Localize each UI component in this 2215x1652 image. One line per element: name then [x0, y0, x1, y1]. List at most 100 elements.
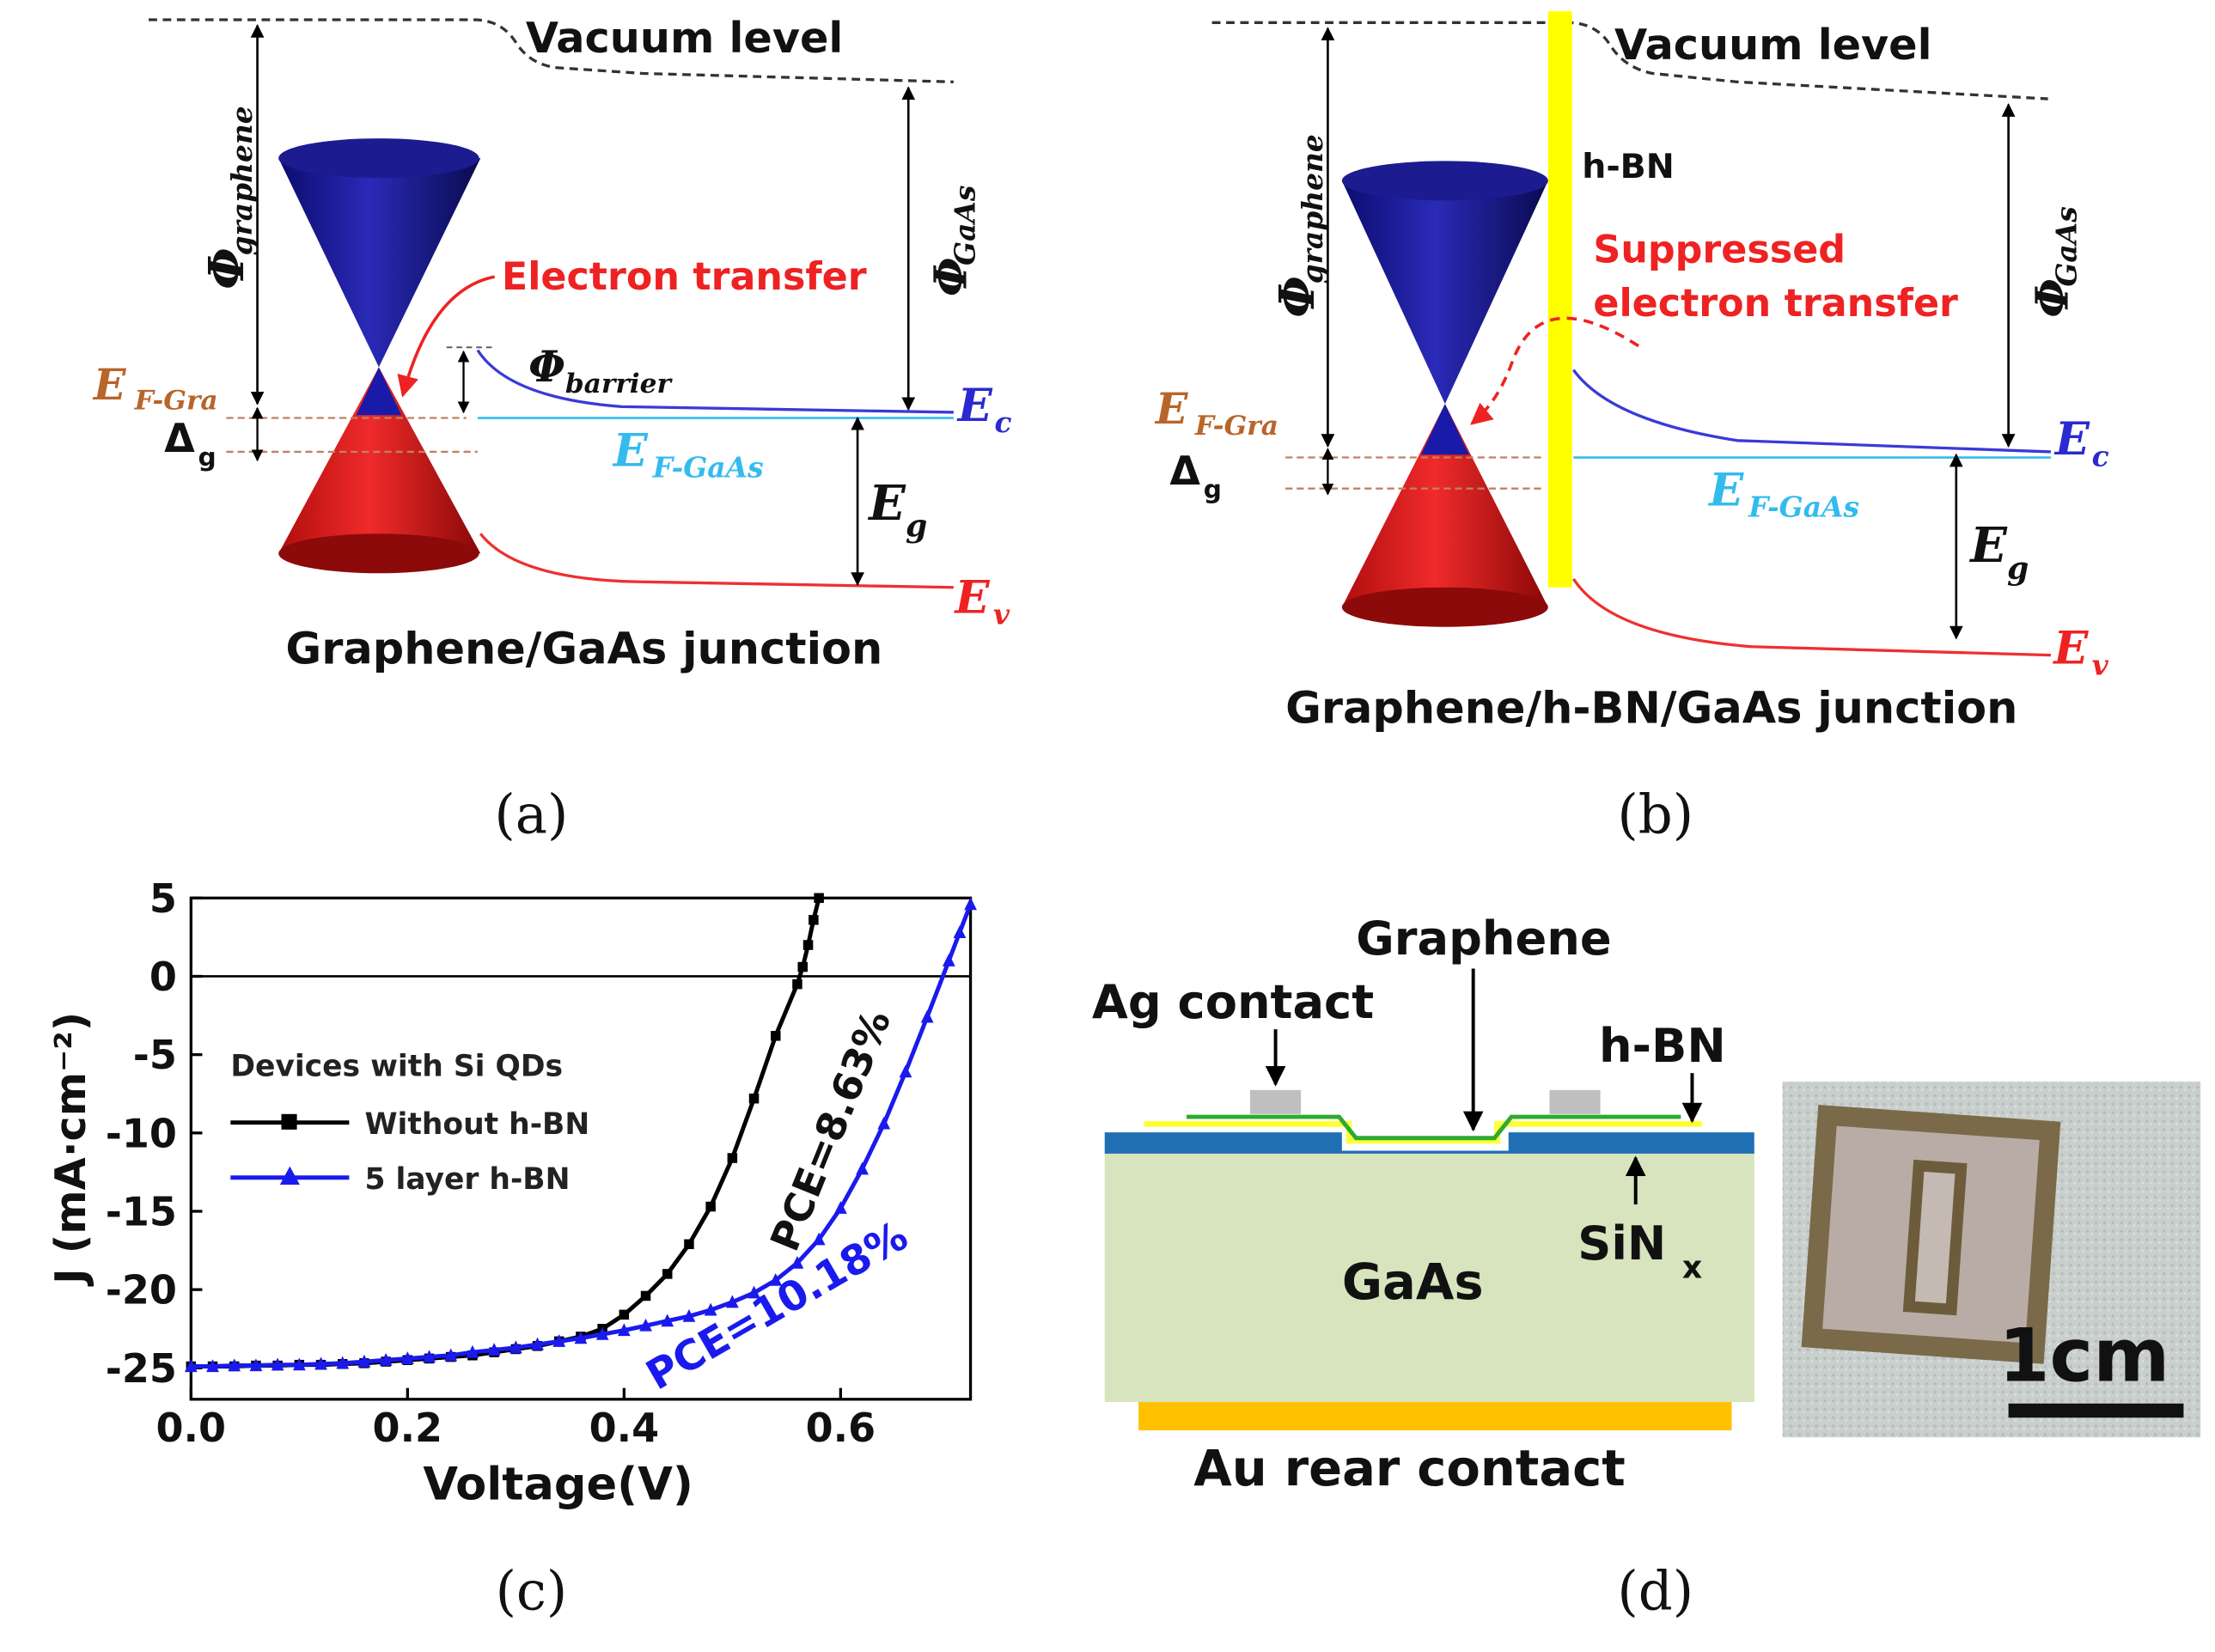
x-tick-label: 0.6: [806, 1405, 876, 1451]
graphene-film: [1187, 1114, 1681, 1141]
data-point-5-layer-hbn: [725, 1295, 739, 1308]
valence-band-b: [1572, 577, 2051, 657]
data-point-5-layer-hbn: [942, 954, 955, 966]
phi-graphene-label-b: Φ graphene: [1270, 134, 1329, 318]
suppressed-label-line2: electron transfer: [1593, 282, 1958, 326]
data-point-5-layer-hbn: [812, 1232, 826, 1246]
data-point-without-hbn: [748, 1093, 760, 1104]
ev-label-b: E v: [2052, 622, 2108, 681]
scale-bar-label: 1cm: [1998, 1314, 2169, 1399]
gaas-substrate: [1104, 1150, 1754, 1403]
cone-top-ellipse-b: [1341, 161, 1548, 201]
panel-b-label: (b): [1617, 783, 1693, 846]
device-schematic: Graphene Ag contact h-BN SiN x GaAs Au r…: [1092, 911, 1754, 1497]
svg-text:F-GaAs: F-GaAs: [1748, 491, 1859, 524]
au-rear-contact: [1138, 1402, 1732, 1430]
data-point-5-layer-hbn: [206, 1359, 219, 1373]
ec-label-a: E c: [956, 380, 1012, 439]
eg-label-b: E g: [1968, 518, 2029, 587]
suppressed-label-line1: Suppressed: [1593, 229, 1846, 272]
data-point-5-layer-hbn: [790, 1255, 804, 1269]
svg-text:E: E: [92, 360, 127, 410]
valence-band-a: [479, 533, 954, 589]
sinx-layer: [1104, 1132, 1754, 1154]
panel-a-caption: Graphene/GaAs junction: [285, 624, 882, 674]
y-tick-label: -10: [106, 1110, 177, 1156]
svg-text:E: E: [956, 380, 993, 432]
gaas-label: GaAs: [1342, 1253, 1484, 1311]
panel-b-band-diagram: Vacuum level h-BN Φ graphene Φ GaAs E F-…: [1154, 11, 2109, 735]
ef-gra-label-a: E F-Gra: [92, 360, 218, 417]
svg-text:E: E: [1154, 384, 1189, 434]
data-point-5-layer-hbn: [595, 1326, 609, 1340]
data-point-without-hbn: [802, 940, 814, 950]
data-point-5-layer-hbn: [466, 1344, 479, 1358]
conduction-band-a: [476, 349, 954, 414]
data-point-5-layer-hbn: [509, 1340, 522, 1354]
y-tick-label: -15: [106, 1188, 177, 1234]
ef-gaas-label-a: E F-GaAs: [612, 424, 764, 484]
svg-text:F-Gra: F-Gra: [1194, 411, 1278, 442]
svg-text:Δ: Δ: [164, 415, 195, 461]
data-point-without-hbn: [814, 893, 824, 904]
x-tick-label: 0.2: [373, 1405, 443, 1451]
x-tick-label: 0.4: [589, 1405, 660, 1451]
data-point-5-layer-hbn: [552, 1334, 566, 1347]
series-lines: [184, 893, 977, 1373]
svg-text:J (mA·cm⁻²): J (mA·cm⁻²): [46, 1012, 95, 1287]
suppressed-transfer-arrow-b: [1470, 316, 1639, 425]
data-point-5-layer-hbn: [423, 1350, 436, 1363]
cone-filled-state-a: [356, 367, 402, 416]
delta-g-label-a: Δ g: [164, 415, 217, 472]
y-axis-ticks: 50-5-10-15-20-25: [106, 875, 203, 1392]
ev-label-a: E v: [953, 571, 1010, 631]
legend-marker-triangle: [279, 1166, 300, 1185]
dirac-cone-lower-a: [278, 367, 481, 554]
vacuum-level-label-b: Vacuum level: [1614, 20, 1931, 70]
data-point-5-layer-hbn: [833, 1201, 847, 1214]
data-point-without-hbn: [705, 1201, 716, 1212]
svg-text:GaAs: GaAs: [949, 186, 982, 265]
data-point-5-layer-hbn: [249, 1358, 263, 1372]
svg-text:E: E: [612, 424, 649, 477]
data-point-5-layer-hbn: [617, 1323, 631, 1337]
x-axis-ticks: 0.0 0.2 0.4 0.6: [156, 1387, 876, 1451]
svg-text:graphene: graphene: [225, 106, 259, 255]
sinx-label: SiN x: [1577, 1216, 1702, 1285]
data-point-without-hbn: [684, 1239, 694, 1250]
photo-device-chip: [1801, 1105, 2061, 1364]
x-axis-label: Voltage(V): [423, 1458, 693, 1510]
data-point-5-layer-hbn: [856, 1161, 869, 1175]
x-tick-label: 0.0: [156, 1405, 227, 1451]
data-point-5-layer-hbn: [682, 1308, 696, 1322]
svg-text:barrier: barrier: [565, 369, 674, 399]
data-point-5-layer-hbn: [487, 1343, 501, 1356]
legend-title: Devices with Si QDs: [230, 1049, 563, 1083]
svg-text:Φ: Φ: [528, 342, 565, 392]
dirac-cone-upper-b: [1341, 180, 1548, 405]
data-point-5-layer-hbn: [639, 1318, 652, 1332]
cone-bottom-ellipse-b: [1341, 587, 1548, 627]
data-point-without-hbn: [619, 1309, 630, 1320]
phi-barrier-label-a: Φ barrier: [528, 342, 673, 399]
data-point-without-hbn: [640, 1290, 651, 1301]
panel-c-label: (c): [496, 1560, 568, 1623]
dirac-cone-lower-b: [1341, 404, 1548, 607]
hbn-label-b: h-BN: [1582, 147, 1675, 186]
hbn-label-d: h-BN: [1599, 1019, 1726, 1073]
svg-text:E: E: [1968, 518, 2008, 574]
svg-text:c: c: [2092, 439, 2109, 472]
svg-text:v: v: [2092, 649, 2109, 682]
hbn-layer-b: [1547, 11, 1572, 588]
data-point-5-layer-hbn: [574, 1331, 588, 1344]
phi-gaas-label-a: Φ GaAs: [925, 186, 982, 297]
svg-text:g: g: [198, 442, 217, 472]
data-point-5-layer-hbn: [314, 1356, 327, 1370]
electron-transfer-arrow-a: [397, 275, 496, 398]
data-point-5-layer-hbn: [953, 925, 967, 939]
panel-b-caption: Graphene/h-BN/GaAs junction: [1285, 684, 2017, 735]
scale-bar: [2008, 1403, 2184, 1418]
data-point-5-layer-hbn: [899, 1064, 912, 1078]
graphene-label: Graphene: [1356, 911, 1611, 966]
